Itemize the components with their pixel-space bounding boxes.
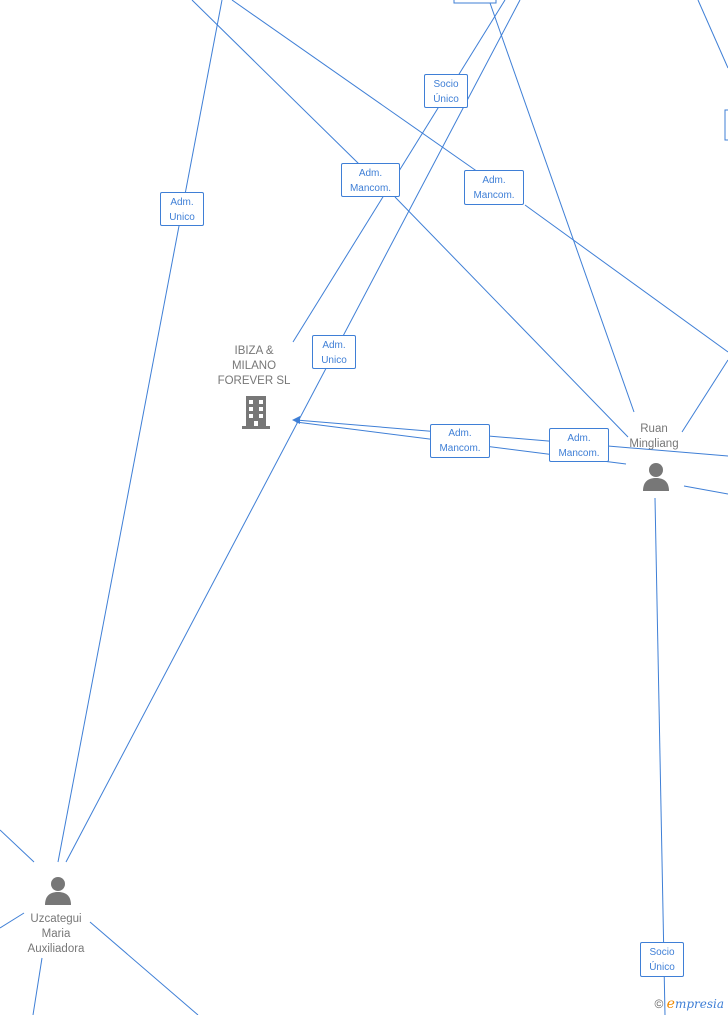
edge (489, 2, 635, 413)
person-name-line: Auxiliadora (27, 943, 85, 955)
relation-line-2: Único (433, 94, 459, 105)
arrowhead-icon (292, 416, 300, 424)
relation-box[interactable]: Adm. Unico (160, 192, 204, 226)
relation-line-2: Único (649, 962, 675, 973)
relation-box[interactable]: Adm. Mancom. (341, 163, 400, 197)
relation-line-1: Adm. (170, 197, 194, 208)
relation-line-2: Mancom. (349, 183, 392, 194)
relation-line-1: Socio (433, 79, 459, 90)
edge (0, 912, 25, 929)
relation-line-1: Adm. (448, 428, 472, 439)
person-node-label[interactable]: Uzcategui Maria Auxiliadora (10, 912, 102, 957)
company-name-line: IBIZA & (234, 345, 274, 357)
relation-box[interactable]: Adm. Unico (312, 335, 356, 369)
edge (683, 485, 728, 495)
person-name-line: Maria (41, 928, 71, 940)
edge (654, 497, 666, 1015)
company-node-label[interactable]: IBIZA & MILANO FOREVER SL (204, 344, 304, 389)
edge (191, 0, 361, 166)
offscreen-box-edge (724, 109, 728, 141)
person-icon[interactable] (44, 876, 72, 906)
relation-line-1: Adm. (322, 340, 346, 351)
edge (681, 359, 728, 433)
edge (89, 921, 199, 1015)
company-name-line: FOREVER SL (217, 375, 291, 387)
relation-line-1: Socio (649, 947, 675, 958)
relation-line-2: Unico (321, 355, 347, 366)
building-icon[interactable] (240, 394, 272, 430)
logo-e: e (666, 996, 675, 1012)
company-name-line: MILANO (231, 360, 277, 372)
relation-line-2: Mancom. (473, 190, 515, 201)
relation-box[interactable]: Adm. Mancom. (549, 428, 609, 462)
person-name-line: Ruan (640, 423, 668, 435)
edge (231, 0, 479, 173)
relation-line-1: Adm. (358, 168, 383, 179)
edge (0, 829, 35, 863)
relation-box[interactable]: Adm. Mancom. (430, 424, 490, 458)
relation-line-1: Adm. (567, 433, 591, 444)
edge (65, 0, 521, 863)
relation-line-2: Unico (169, 212, 195, 223)
relation-line-2: Mancom. (439, 443, 481, 454)
person-node-label[interactable]: Ruan Mingliang (614, 422, 694, 452)
edge (697, 0, 728, 69)
copyright-symbol: © (654, 997, 664, 1011)
edge (57, 0, 223, 863)
relation-box[interactable]: Socio Único (424, 74, 468, 108)
offscreen-box-edge (453, 0, 497, 4)
edge (394, 196, 629, 438)
edge (524, 204, 728, 353)
edge (32, 957, 43, 1015)
logo-text: mpresia (674, 997, 724, 1011)
relation-box[interactable]: Socio Único (640, 942, 684, 977)
person-name-line: Uzcategui (30, 913, 82, 925)
empresia-logo: © empresia (654, 996, 724, 1012)
relation-line-1: Adm. (482, 175, 506, 186)
person-icon[interactable] (642, 462, 670, 492)
person-name-line: Mingliang (629, 438, 679, 450)
relation-line-2: Mancom. (558, 448, 600, 459)
relation-box[interactable]: Adm. Mancom. (464, 170, 524, 205)
edge (295, 419, 728, 457)
